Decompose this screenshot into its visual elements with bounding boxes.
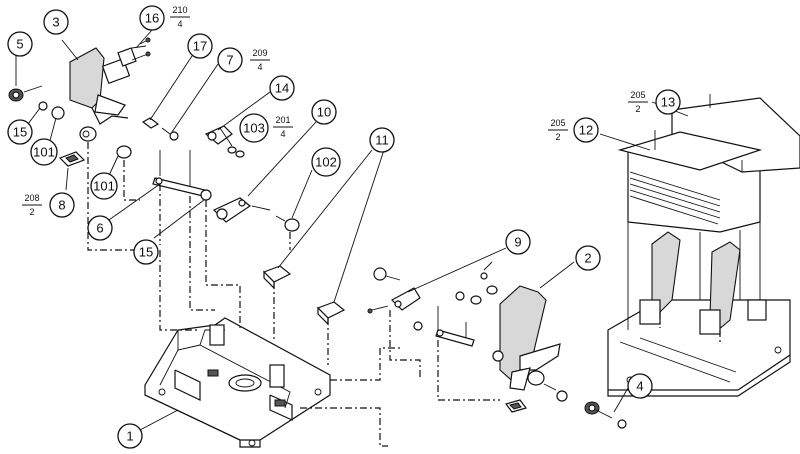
base-bracket bbox=[144, 317, 331, 448]
fraction-205-2-upper: 205 2 bbox=[628, 90, 648, 114]
callout-11-text: 11 bbox=[375, 133, 389, 148]
right-pedal bbox=[492, 285, 627, 429]
callout-103-text: 103 bbox=[243, 121, 265, 136]
callout-8-text: 8 bbox=[58, 198, 65, 213]
fraction-denominator: 2 bbox=[555, 132, 560, 142]
fraction-numerator: 201 bbox=[275, 115, 290, 125]
callout-3: 3 bbox=[43, 9, 69, 35]
callout-10-text: 10 bbox=[317, 105, 331, 120]
fraction-denominator: 2 bbox=[29, 207, 34, 217]
callout-8: 8 bbox=[49, 192, 75, 218]
fraction-denominator: 4 bbox=[280, 129, 285, 139]
callout-102: 102 bbox=[311, 147, 341, 177]
assembly-center-lines bbox=[87, 142, 721, 447]
callout-4: 4 bbox=[627, 373, 653, 399]
fraction-numerator: 208 bbox=[24, 193, 39, 203]
callout-11: 11 bbox=[369, 127, 395, 153]
callout-15b-text: 15 bbox=[139, 245, 153, 260]
callout-17: 17 bbox=[187, 33, 213, 59]
callout-17-text: 17 bbox=[193, 39, 207, 54]
callout-3-text: 3 bbox=[52, 15, 59, 30]
shaft-9 bbox=[367, 261, 498, 347]
fraction-210-4: 210 4 bbox=[170, 5, 190, 29]
callout-16: 16 bbox=[139, 5, 165, 31]
callout-2-text: 2 bbox=[584, 251, 591, 266]
callout-101b-text: 101 bbox=[93, 179, 115, 194]
callout-15-center: 15 bbox=[133, 239, 159, 265]
lever-10 bbox=[212, 197, 300, 232]
fraction-numerator: 205 bbox=[630, 90, 645, 100]
callout-9: 9 bbox=[505, 229, 531, 255]
fraction-205-2-lower: 205 2 bbox=[548, 118, 568, 142]
callout-7: 7 bbox=[217, 47, 243, 73]
fraction-209-4: 209 4 bbox=[250, 48, 270, 72]
callout-101-upper: 101 bbox=[30, 138, 58, 166]
callout-15a-text: 15 bbox=[13, 125, 27, 140]
callout-6: 6 bbox=[87, 215, 113, 241]
leader-lines bbox=[15, 29, 689, 431]
fraction-208-2: 208 2 bbox=[22, 193, 42, 217]
callout-4-text: 4 bbox=[636, 379, 643, 394]
callout-9-text: 9 bbox=[514, 235, 521, 250]
assembled-unit bbox=[607, 94, 800, 397]
callout-5: 5 bbox=[7, 31, 33, 57]
fraction-201-4: 201 4 bbox=[273, 115, 293, 139]
callout-102-text: 102 bbox=[315, 155, 337, 170]
callout-13-text: 13 bbox=[661, 95, 675, 110]
small-hardware-left bbox=[8, 37, 245, 167]
callout-14: 14 bbox=[269, 75, 295, 101]
callout-6-text: 6 bbox=[96, 221, 103, 236]
callout-5-text: 5 bbox=[16, 37, 23, 52]
callout-10: 10 bbox=[311, 99, 337, 125]
fraction-denominator: 4 bbox=[257, 62, 262, 72]
callout-7-text: 7 bbox=[226, 53, 233, 68]
callout-101a-text: 101 bbox=[33, 145, 55, 160]
callout-13: 13 bbox=[655, 89, 681, 115]
callout-1: 1 bbox=[117, 423, 143, 449]
callout-1-text: 1 bbox=[126, 429, 133, 444]
fraction-numerator: 209 bbox=[252, 48, 267, 58]
callout-12-text: 12 bbox=[579, 123, 593, 138]
left-pedal bbox=[69, 47, 137, 142]
callout-103: 103 bbox=[239, 113, 269, 143]
callout-101-lower: 101 bbox=[90, 172, 118, 200]
fraction-numerator: 205 bbox=[550, 118, 565, 128]
fraction-denominator: 4 bbox=[177, 19, 182, 29]
blocks-11 bbox=[262, 265, 346, 326]
shaft-6 bbox=[152, 150, 212, 201]
callout-14-text: 14 bbox=[275, 81, 289, 96]
callout-2: 2 bbox=[575, 245, 601, 271]
fraction-denominator: 2 bbox=[635, 104, 640, 114]
callout-12: 12 bbox=[573, 117, 599, 143]
callout-15-left: 15 bbox=[7, 119, 33, 145]
fraction-numerator: 210 bbox=[172, 5, 187, 15]
callout-16-text: 16 bbox=[145, 11, 159, 26]
